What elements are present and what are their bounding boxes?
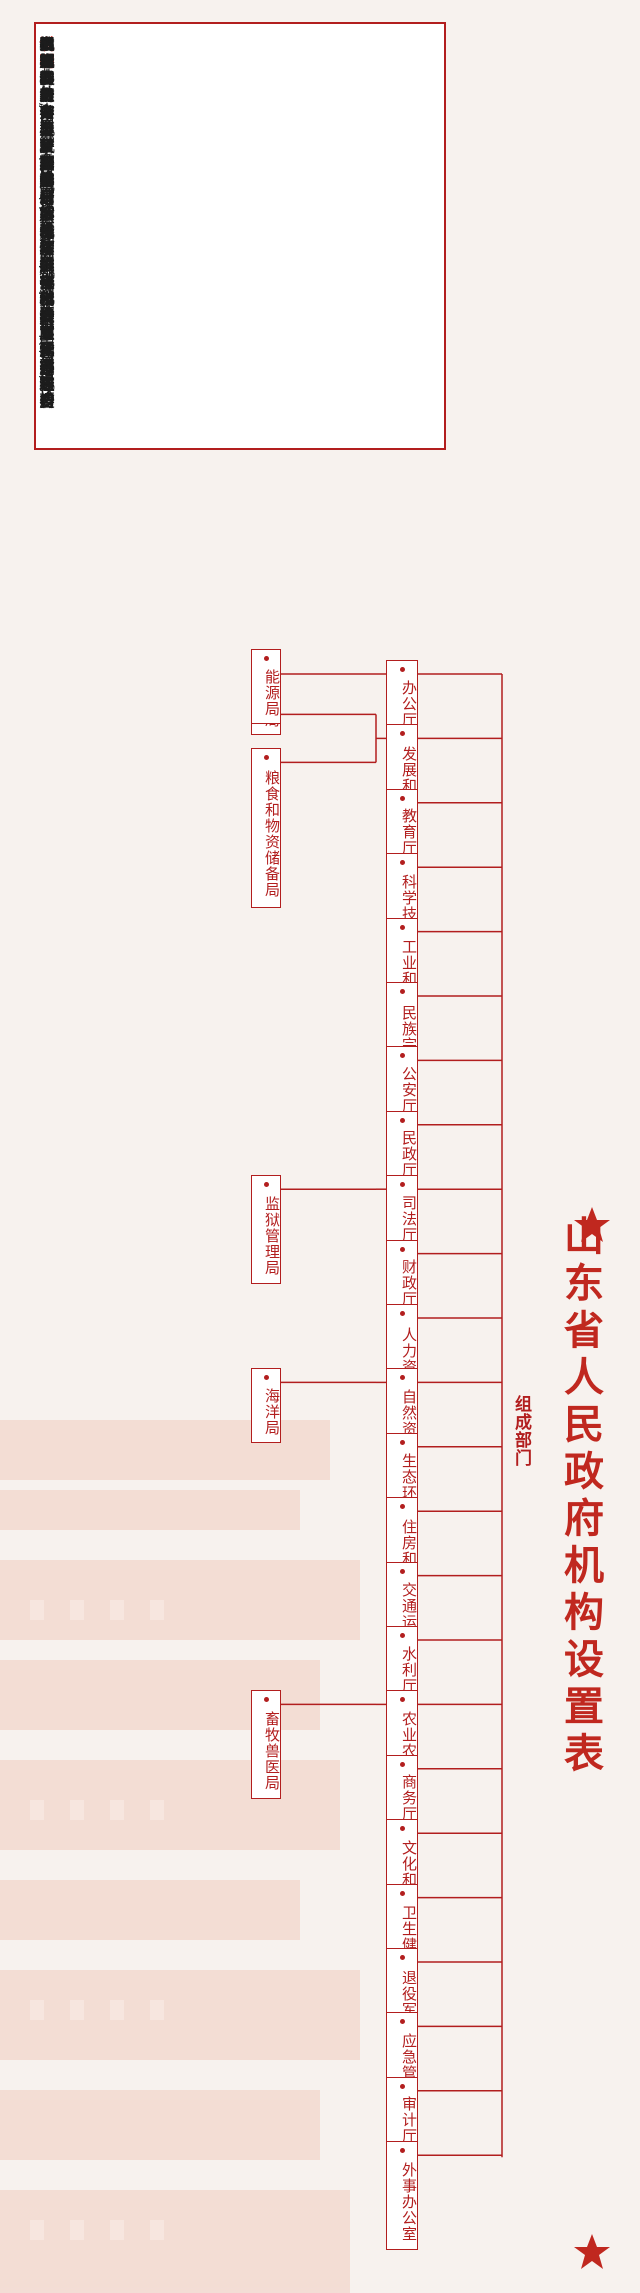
notes-line: 中共山东省委设置纪检监察机关1个,计入机构: [37, 68, 55, 409]
notes-heading: 说明:: [37, 36, 55, 78]
bullet-dot: [399, 795, 405, 801]
notes-line: 调机构的办事机构不计入机构限额)。其中,纪律: [37, 36, 55, 390]
bullet-dot: [399, 2083, 405, 2089]
bullet-dot: [399, 1439, 405, 1445]
bullet-dot: [399, 1311, 405, 1316]
sub-bureau-box: 粮食和物资储备局: [251, 748, 281, 909]
department-box-label: 办公厅: [400, 679, 418, 728]
department-box: 司法厅: [386, 1175, 418, 1251]
bullet-dot: [263, 1182, 269, 1188]
department-box-label: 财政厅: [400, 1259, 418, 1308]
bullet-dot: [399, 860, 405, 866]
department-box: 办公厅: [386, 660, 418, 735]
sub-bureau-box-label: 粮食和物资储备局: [263, 770, 281, 899]
bullet-dot: [399, 989, 405, 994]
department-box-label: 公安厅: [400, 1065, 418, 1114]
department-box: 审计厅: [386, 2076, 418, 2152]
star-icon: [574, 2234, 610, 2269]
notes-line: 办公室挂省互联网信息办公室牌子。教育工作委员: [37, 36, 55, 410]
bullet-dot: [399, 1568, 405, 1574]
notes-line: 政府侨务办公室牌子。台港澳工作办公室挂省政府: [37, 36, 55, 410]
department-box: 财政厅: [386, 1239, 418, 1315]
notes-line: 员会办公室、省电影局牌子。统一战线工作部挂省: [37, 36, 55, 410]
department-box-label: 商务厅: [400, 1774, 418, 1823]
bullet-dot: [399, 667, 405, 672]
department-box: 外事办公室: [386, 2141, 418, 2251]
bullet-dot: [399, 731, 405, 737]
department-box: 水利厅: [386, 1626, 418, 1701]
bullet-dot: [399, 2148, 405, 2154]
department-box-label: 民政厅: [400, 1130, 418, 1179]
notes-box: 说明: 中共山东省委设置纪检监察机关1个,计入机构 限额的工作机关15个(设在相…: [34, 22, 446, 450]
bullet-dot: [399, 1117, 405, 1123]
bullet-dot: [399, 1633, 405, 1638]
notes-line: 台港澳事务办公室牌子。网络安全和信息化委员会: [37, 36, 55, 410]
notes-line: 织部挂省公务员局牌子。宣传部挂省新闻出版局、: [37, 36, 55, 410]
group-label: 组成部门: [511, 1395, 531, 1467]
bullet-dot: [399, 1761, 405, 1767]
sub-bureau-box-label: 海洋局: [263, 1387, 281, 1436]
bullet-dot: [263, 1375, 269, 1381]
department-box-label: 审计厅: [400, 2096, 418, 2145]
bullet-dot: [399, 1053, 405, 1059]
department-box-label: 司法厅: [400, 1194, 418, 1243]
bullet-dot: [399, 1955, 405, 1960]
department-box: 民政厅: [386, 1110, 418, 1186]
sub-bureau-box: 畜牧兽医局: [251, 1690, 281, 1800]
sub-bureau-box: 能源局: [251, 649, 281, 725]
notes-line: 密委员会办公室(省国家保密局)、机要局(省密: [37, 36, 55, 382]
bullet-dot: [399, 1246, 405, 1252]
bullet-dot: [263, 656, 269, 662]
department-box-label: 外事办公室: [400, 2161, 418, 2242]
department-box-label: 水利厅: [400, 1645, 418, 1694]
bullet-dot: [399, 1890, 405, 1896]
sub-bureau-box-label: 监狱管理局: [263, 1195, 281, 1276]
bullet-dot: [399, 1697, 405, 1703]
page-title: 山东省人民政府机构设置表: [557, 1215, 603, 1779]
notes-line: 机构、两个机关名称。办公厅挂省档案局牌子。组: [37, 36, 55, 410]
sub-bureau-box: 海洋局: [251, 1368, 281, 1444]
department-box: 教育厅: [386, 788, 418, 864]
notes-line: 此外,设置工作机关管理的机关2个。其中,保: [37, 68, 55, 399]
bullet-dot: [399, 1182, 405, 1188]
sub-bureau-box: 监狱管理局: [251, 1175, 281, 1285]
bullet-dot: [263, 755, 269, 761]
bullet-dot: [399, 1375, 405, 1381]
bullet-dot: [263, 1697, 269, 1703]
notes-line: 检查委员会与监察委员会合署办公,实行一套工作: [37, 36, 55, 400]
notes-line: 省版权局、省政府新闻办公室、省精神文明建设委: [37, 36, 55, 410]
bullet-dot: [399, 2019, 405, 2025]
notes-line: 码管理局)由办公厅管理。: [37, 36, 55, 231]
bullet-dot: [399, 924, 405, 930]
bullet-dot: [399, 1504, 405, 1510]
department-box-label: 教育厅: [400, 808, 418, 857]
bullet-dot: [399, 1826, 405, 1832]
notes-line: 限额的工作机关15个(设在相关部门的省委议事协: [37, 36, 55, 407]
department-box: 商务厅: [386, 1754, 418, 1830]
sub-bureau-box-label: 能源局: [263, 668, 281, 717]
star-icon: [574, 1207, 610, 1242]
notes-line: 会与省教育厅合署办公,不计入机构限额。: [37, 36, 55, 349]
department-box: 公安厅: [386, 1046, 418, 1122]
sub-bureau-box-label: 畜牧兽医局: [263, 1710, 281, 1791]
